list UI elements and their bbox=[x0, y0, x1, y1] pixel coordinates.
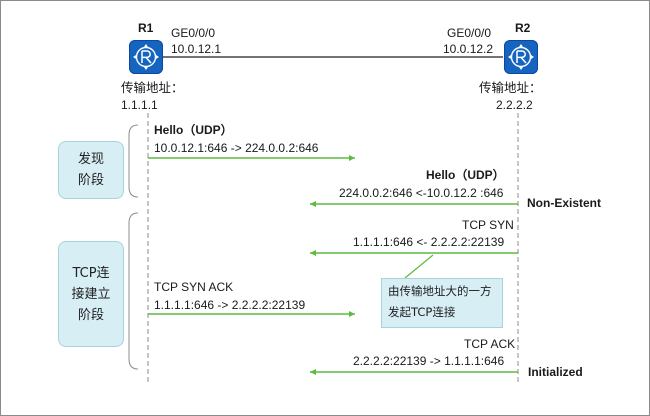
r1-interface: GE0/0/0 bbox=[171, 26, 216, 40]
r1-ip: 10.0.12.1 bbox=[171, 42, 222, 56]
msg-tcp-ack-title: TCP ACK bbox=[464, 337, 516, 351]
msg-hello-r2-title: Hello（UDP） bbox=[426, 168, 505, 182]
msg-hello-r1-detail: 10.0.12.1:646 -> 224.0.0.2:646 bbox=[154, 141, 319, 155]
phase-bracket-discovery bbox=[128, 124, 139, 198]
r2-ip: 10.0.12.2 bbox=[443, 42, 494, 56]
msg-tcp-syn-ack-detail: 1.1.1.1:646 -> 2.2.2.2:22139 bbox=[154, 298, 306, 312]
state-initialized: Initialized bbox=[528, 365, 583, 379]
r2-name: R2 bbox=[515, 21, 531, 35]
r1-transport-label: 传输地址： bbox=[121, 80, 184, 95]
note-pointer bbox=[404, 254, 434, 279]
msg-tcp-ack-detail: 2.2.2.2:22139 -> 1.1.1.1:646 bbox=[353, 354, 505, 368]
r2-interface: GE0/0/0 bbox=[447, 26, 492, 40]
r1-router-icon[interactable] bbox=[129, 40, 163, 74]
msg-tcp-syn-ack-title: TCP SYN ACK bbox=[154, 280, 234, 294]
state-non-existent: Non-Existent bbox=[527, 196, 602, 210]
r2-transport-label: 传输地址： bbox=[479, 80, 542, 95]
msg-tcp-syn-title: TCP SYN bbox=[462, 218, 514, 232]
msg-hello-r2-detail: 224.0.0.2:646 <-10.0.12.2 :646 bbox=[339, 186, 504, 200]
phase-tcp-establishment: TCP连 接建立 阶段 bbox=[58, 241, 124, 347]
note-initiator: 由传输地址大的一方发起TCP连接 bbox=[381, 278, 503, 328]
phase-discovery: 发现 阶段 bbox=[58, 141, 124, 199]
r2-transport-ip: 2.2.2.2 bbox=[496, 98, 533, 112]
r2-router-icon[interactable] bbox=[504, 40, 538, 74]
msg-hello-r1-title: Hello（UDP） bbox=[154, 123, 233, 137]
r1-transport-ip: 1.1.1.1 bbox=[121, 98, 158, 112]
msg-tcp-syn-detail: 1.1.1.1:646 <- 2.2.2.2:22139 bbox=[353, 235, 505, 249]
r1-name: R1 bbox=[138, 21, 154, 35]
phase-bracket-tcp bbox=[128, 212, 139, 370]
